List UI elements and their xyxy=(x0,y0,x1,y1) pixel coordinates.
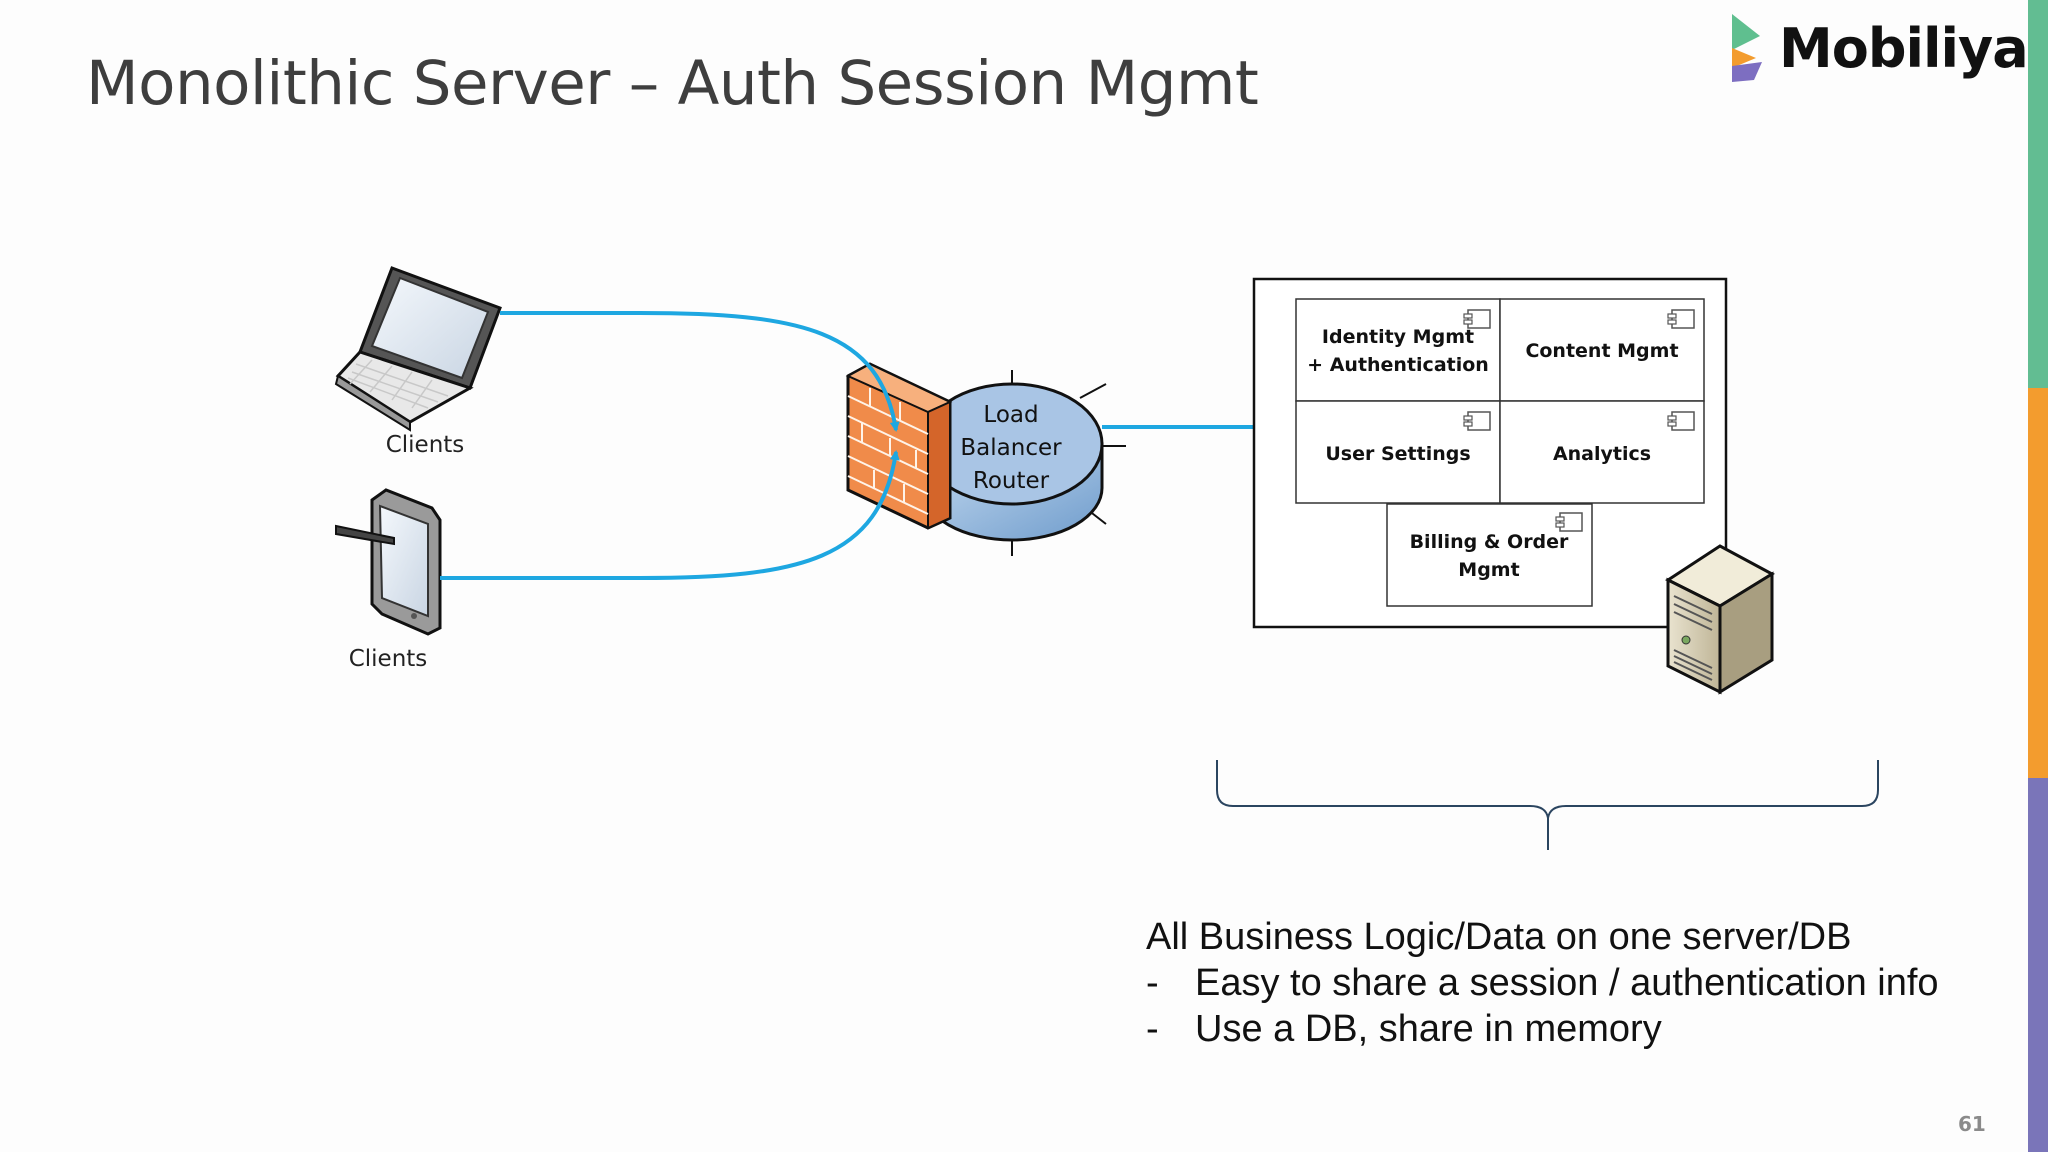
module-identity-mgmt: Identity Mgmt + Authentication xyxy=(1295,298,1501,402)
side-strip-purple xyxy=(2028,778,2048,1152)
laptop-icon xyxy=(334,266,502,432)
module-content-mgmt: Content Mgmt xyxy=(1499,298,1705,402)
module-user-settings-label: User Settings xyxy=(1325,443,1470,465)
clients-top-label: Clients xyxy=(386,432,465,458)
module-user-settings: User Settings xyxy=(1295,400,1501,504)
group-brace xyxy=(1216,760,1879,850)
module-billing-label-line-2: Mgmt xyxy=(1458,559,1519,581)
module-content-label: Content Mgmt xyxy=(1525,340,1678,362)
module-billing-label-line-1: Billing & Order xyxy=(1410,531,1569,553)
module-identity-label-line-2: + Authentication xyxy=(1307,354,1489,376)
connector-tablet-to-firewall xyxy=(440,450,900,580)
clients-bottom-label: Clients xyxy=(349,646,428,672)
router-label-line-1: Load xyxy=(983,402,1038,428)
logo-mark-icon xyxy=(1732,14,1762,82)
module-analytics-label: Analytics xyxy=(1553,443,1651,465)
router-label-line-3: Router xyxy=(973,468,1050,494)
router-label-line-2: Balancer xyxy=(960,435,1062,461)
tablet-icon xyxy=(335,488,442,636)
slide-title: Monolithic Server – Auth Session Mgmt xyxy=(86,48,1259,119)
connector-laptop-to-firewall xyxy=(500,311,900,432)
bullet-text: Use a DB, share in memory xyxy=(1195,1008,1662,1050)
notes-bullet: - Easy to share a session / authenticati… xyxy=(1146,960,1939,1006)
bullet-marker: - xyxy=(1146,962,1159,1004)
router-icon xyxy=(919,370,1126,556)
notes-bullet: - Use a DB, share in memory xyxy=(1146,1006,1939,1052)
side-strip-orange xyxy=(2028,388,2048,778)
module-identity-label-line-1: Identity Mgmt xyxy=(1322,326,1474,348)
bullet-text: Easy to share a session / authentication… xyxy=(1195,962,1939,1004)
module-analytics: Analytics xyxy=(1499,400,1705,504)
server-tower-icon xyxy=(1664,544,1776,695)
module-billing-order: Billing & Order Mgmt xyxy=(1386,503,1593,607)
company-logo: Mobiliya xyxy=(1728,10,2029,90)
notes-heading: All Business Logic/Data on one server/DB xyxy=(1146,916,1852,958)
notes-block: All Business Logic/Data on one server/DB… xyxy=(1146,914,1939,1052)
bullet-marker: - xyxy=(1146,1008,1159,1050)
page-number: 61 xyxy=(1958,1112,1986,1136)
logo-text: Mobiliya xyxy=(1779,17,2029,80)
side-strip-green xyxy=(2028,0,2048,388)
firewall-icon xyxy=(845,362,953,530)
